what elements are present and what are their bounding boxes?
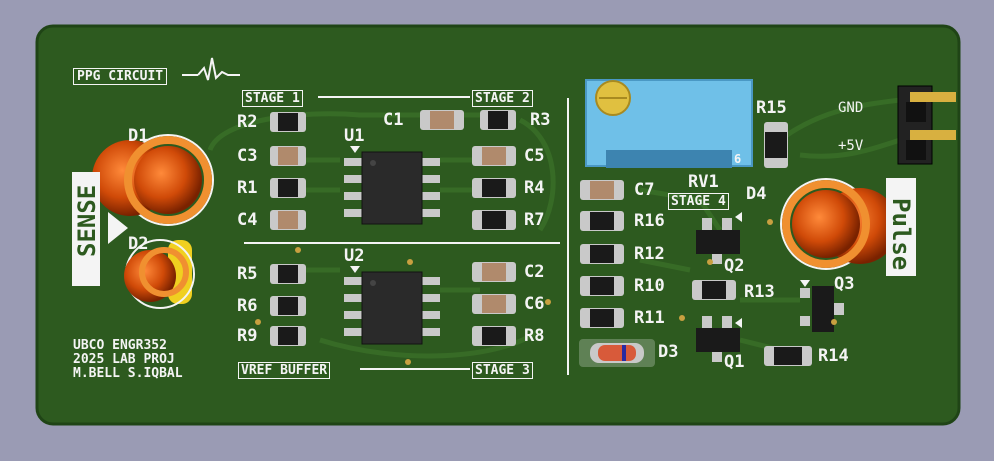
ref-r11: R11	[634, 308, 665, 328]
pulse-label: Pulse	[887, 198, 915, 271]
smd-components	[270, 110, 812, 366]
ic-u2	[344, 266, 440, 345]
ref-c3: C3	[237, 146, 258, 166]
stage-3-label: STAGE 3	[472, 362, 533, 379]
ref-d1: D1	[128, 126, 149, 146]
sense-label-box	[72, 172, 100, 286]
ref-d2: D2	[128, 234, 149, 254]
ref-r7: R7	[524, 210, 545, 230]
pin-header	[897, 85, 956, 165]
pot-pin-mark: 6	[734, 152, 742, 166]
ref-r9: R9	[237, 326, 258, 346]
ref-c2: C2	[524, 262, 545, 282]
stage-1-label: STAGE 1	[242, 90, 303, 107]
ref-r2: R2	[237, 112, 258, 132]
credit-line-2: 2025 LAB PROJ	[73, 352, 175, 367]
stage-4-label: STAGE 4	[668, 193, 729, 210]
ref-d3: D3	[658, 342, 679, 362]
ref-d4: D4	[746, 184, 767, 204]
potentiometer-rv1	[585, 79, 753, 168]
board-title: PPG CIRCUIT	[73, 68, 168, 85]
stage-2-label: STAGE 2	[472, 90, 533, 107]
ref-c5: C5	[524, 146, 545, 166]
copper-traces	[207, 97, 901, 359]
credit-line-1: UBCO ENGR352	[73, 338, 167, 353]
ref-q3: Q3	[834, 274, 855, 294]
ref-r6: R6	[237, 296, 258, 316]
ref-r1: R1	[237, 178, 258, 198]
ref-r10: R10	[634, 276, 665, 296]
ref-q2: Q2	[724, 256, 745, 276]
ref-r13: R13	[744, 282, 775, 302]
ref-r15: R15	[756, 98, 787, 118]
transistor-q2	[696, 212, 742, 264]
led-d4	[780, 178, 898, 270]
ref-q1: Q1	[724, 352, 745, 372]
credit-line-3: M.BELL S.IQBAL	[73, 366, 183, 381]
transistor-q1	[696, 316, 742, 362]
sense-arrow	[108, 212, 128, 244]
ic-u1	[344, 146, 440, 225]
led-d1	[92, 134, 214, 226]
vref-buffer-label: VREF BUFFER	[238, 362, 331, 379]
ref-r12: R12	[634, 244, 665, 264]
ref-u2: U2	[344, 246, 365, 266]
ref-r5: R5	[237, 264, 258, 284]
led-d2	[124, 239, 195, 309]
ref-c1: C1	[383, 110, 404, 130]
gnd-label: GND	[838, 100, 864, 116]
vias	[255, 219, 837, 365]
transistor-q3	[800, 280, 844, 332]
ref-c4: C4	[237, 210, 258, 230]
ref-u1: U1	[344, 126, 365, 146]
vcc-label: +5V	[838, 138, 864, 154]
ref-c7: C7	[634, 180, 655, 200]
ref-r16: R16	[634, 211, 665, 231]
sense-label: SENSE	[73, 184, 101, 257]
ref-r8: R8	[524, 326, 545, 346]
diode-d3	[579, 339, 655, 367]
ref-rv1: RV1	[688, 172, 719, 192]
pulse-label-box	[886, 178, 916, 276]
ref-r3: R3	[530, 110, 551, 130]
silk-lines	[182, 57, 569, 375]
ref-r4: R4	[524, 178, 545, 198]
ref-r14: R14	[818, 346, 849, 366]
ref-c6: C6	[524, 294, 545, 314]
